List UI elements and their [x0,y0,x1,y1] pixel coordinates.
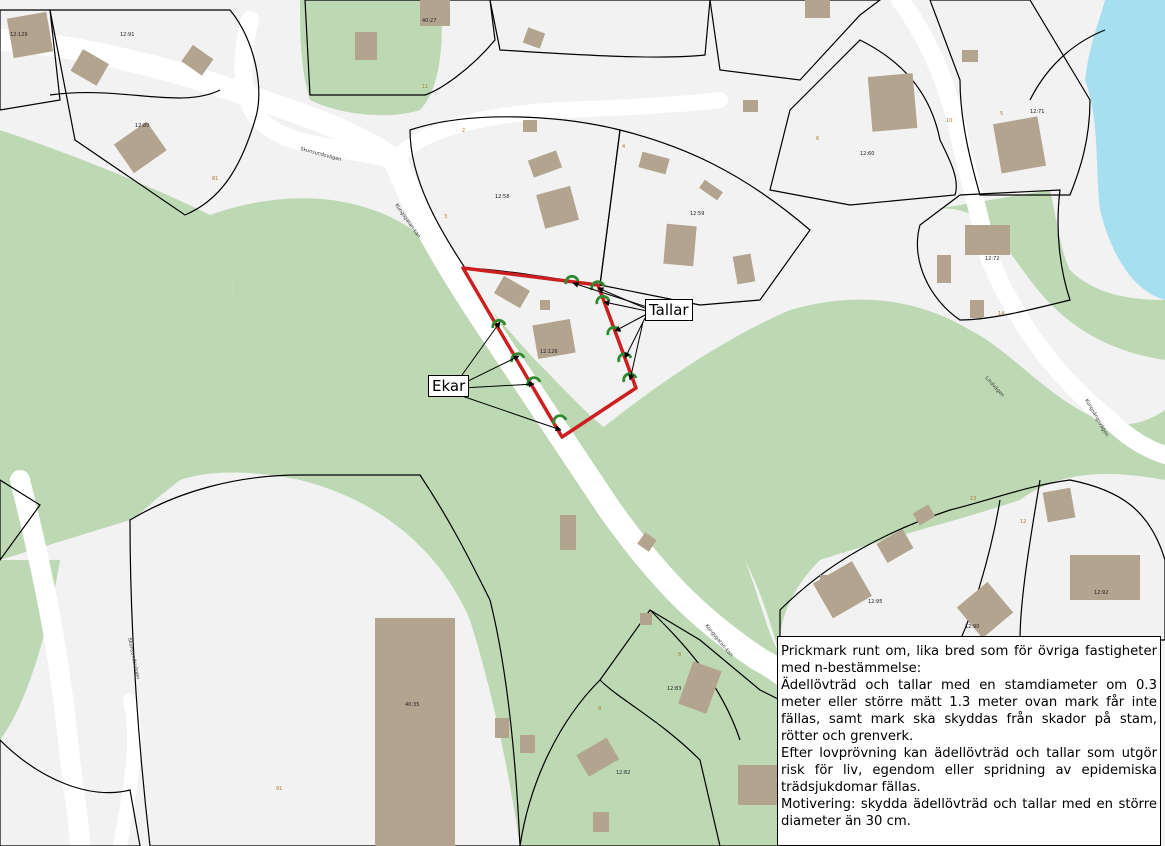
pointer-arrow [461,381,535,389]
lot-number: 4 [622,144,625,150]
legend-paragraph: Prickmark runt om, lika bred som för övr… [781,644,1157,676]
lot-number: 6 [816,136,819,142]
lot-number: 91 [276,786,282,792]
pointer-arrow [628,321,644,381]
lot-number: 11 [422,84,428,90]
lot-number: 5 [1000,111,1003,117]
pointer-arrow [603,300,648,312]
parcel-label: 12:58 [495,194,509,200]
lot-number: 13 [970,496,976,502]
pointer-arrow [461,395,562,432]
legend-text-box: Prickmark runt om, lika bred som för övr… [777,636,1161,846]
lot-number: 12 [1020,519,1026,525]
parcel-label: 12:126 [540,349,558,355]
parcel-label: 12:72 [985,256,999,262]
pointer-arrow [597,287,648,310]
legend-paragraph: Efter lovprövning kan ädellövträd och ta… [781,746,1157,795]
parcel-label: 12:83 [667,686,681,692]
pine-tree-marker[interactable] [622,372,638,383]
oak-tree-marker[interactable] [552,414,568,425]
buildings [6,0,1140,846]
oak-tree-marker[interactable] [491,318,507,329]
lot-number: 14 [998,311,1004,317]
parcel-label: 12:92 [1094,590,1108,596]
parcel-label: 40:27 [422,18,436,24]
parcel-label: 12:90 [965,624,979,630]
ekar-label: Ekar [428,375,470,397]
pine-tree-marker[interactable] [595,294,611,305]
parcel-label: 40:35 [405,702,419,708]
parcel-label: 12:59 [690,211,704,217]
lot-number: 81 [212,176,218,182]
lot-number: 9 [598,706,601,712]
lot-number: 3 [444,214,447,220]
parcel-label: 12:91 [120,32,134,38]
pointer-arrow [572,281,648,308]
parcel-label: 12:80 [135,123,149,129]
lot-number: 8 [678,652,681,658]
parcel-label: 12:95 [868,599,882,605]
legend-paragraph: Ädellövträd och tallar med en stamdiamet… [781,678,1157,744]
tallar-label: Tallar [645,299,693,321]
parcel-label: 12:82 [616,770,630,776]
pointer-arrow [624,317,646,359]
parcel-label: 12:60 [860,151,874,157]
lot-number: 10 [946,118,952,124]
legend-paragraph: Motivering: skydda ädellövträd och talla… [781,797,1157,829]
pointer-arrow [461,355,520,385]
pointer-arrow [614,313,648,332]
pointer-arrow [461,321,501,376]
parcel-label: 12:71 [1030,109,1044,115]
water-area [1085,0,1165,300]
pine-tree-marker[interactable] [590,280,606,291]
parcel-label: 12:129 [10,32,28,38]
lot-number: 2 [462,128,465,134]
pine-tree-marker[interactable] [564,274,580,285]
